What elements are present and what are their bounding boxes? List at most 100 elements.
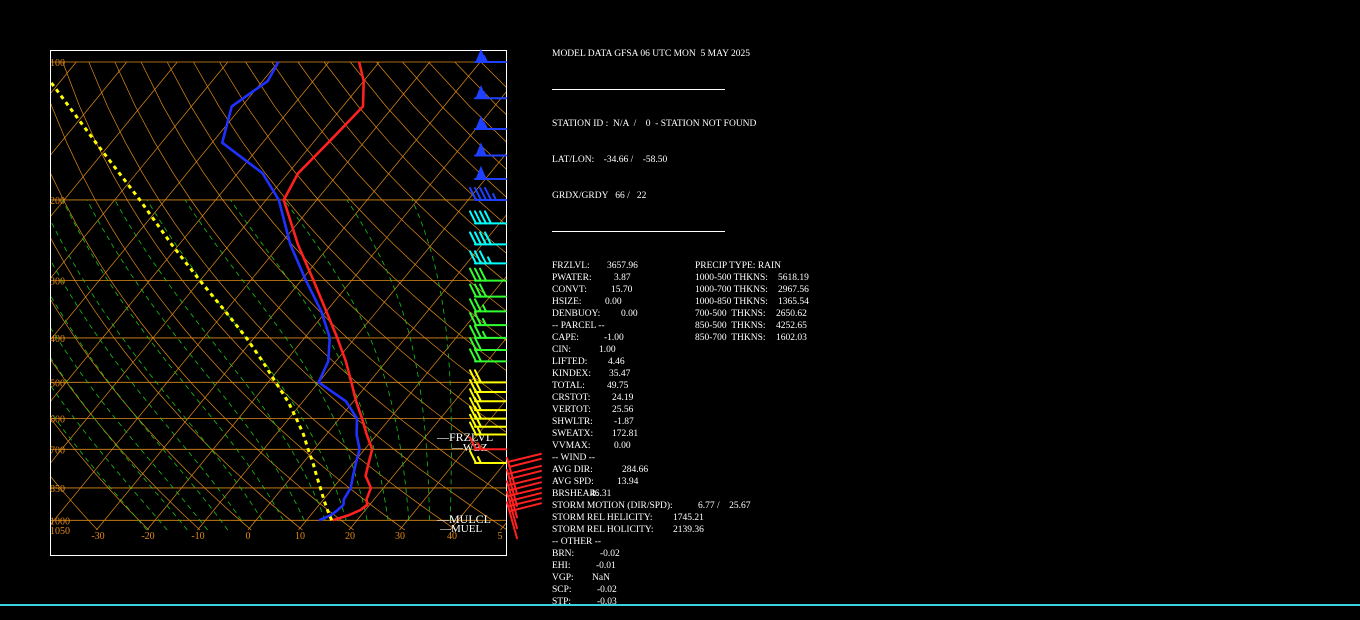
thickness-value: 1602.03 <box>776 333 807 343</box>
wind-barb <box>469 267 507 282</box>
index-row: -- OTHER -- <box>552 536 756 548</box>
divider <box>552 231 725 232</box>
moist-adiabat-line <box>62 199 284 521</box>
index-label: VVMAX: <box>552 441 591 451</box>
isotherm-line <box>51 61 330 402</box>
index-value: -1.87 <box>614 417 634 427</box>
isotherm-line <box>96 61 481 531</box>
temperature-label: 10 <box>295 531 305 542</box>
profile-series <box>51 61 374 522</box>
moist-adiabat-line <box>51 357 188 531</box>
bottom-border <box>0 604 1360 606</box>
dry-adiabat-line <box>51 237 303 531</box>
index-row: KINDEX: 35.47 <box>552 368 756 380</box>
pressure-label: 1000 <box>50 516 70 527</box>
temperature-label: 20 <box>345 531 355 542</box>
index-value: NaN <box>592 573 610 583</box>
pressure-label: 300 <box>50 277 65 288</box>
index-row: CAPE: -1.00 850-700 THKNS: 1602.03 <box>552 332 807 344</box>
dry-adiabat-line <box>193 61 506 402</box>
index-label: FRZLVL: <box>552 261 590 271</box>
index-row: LIFTED:4.46 <box>552 356 756 368</box>
thickness-label: 700-500 THKNS: <box>695 309 766 319</box>
index-label: VERTOT: <box>552 405 591 415</box>
dry-adiabat-line <box>271 61 506 312</box>
index-row: -- WIND -- <box>552 452 756 464</box>
index-row: EHI:-0.01 <box>552 560 756 572</box>
isotherm-line <box>197 153 506 531</box>
dry-adiabat-line <box>114 61 506 497</box>
pressure-label: 100 <box>50 58 65 69</box>
wind-barb <box>506 497 542 540</box>
temperature-label: -30 <box>91 531 104 542</box>
index-label: STORM REL HOLICITY: <box>552 525 654 535</box>
thickness-label: 1000-500 THKNS: <box>695 273 768 283</box>
index-label: HSIZE: <box>552 297 582 307</box>
index-label: BRSHEAR: <box>552 489 599 499</box>
index-row: AVG SPD:13.94 <box>552 476 756 488</box>
index-value: -1.00 <box>604 333 624 343</box>
dry-adiabat-line <box>88 61 506 530</box>
thickness-value: 4252.65 <box>776 321 807 331</box>
pressure-label: 500 <box>50 378 65 389</box>
plot-frame <box>50 50 507 556</box>
dry-adiabat-line <box>51 173 354 531</box>
index-label: -- OTHER -- <box>552 537 602 547</box>
index-row: CIN:1.00 <box>552 344 756 356</box>
index-row: STP:-0.03 <box>552 596 756 608</box>
index-label: CRSTOT: <box>552 393 591 403</box>
index-label: TOTAL: <box>552 381 585 391</box>
pressure-label: 1050 <box>50 526 70 537</box>
index-label: SHWLTR: <box>552 417 593 427</box>
temperature-label: 5 <box>498 531 503 542</box>
index-label: STP: <box>552 597 572 607</box>
temperature-label: -20 <box>141 531 154 542</box>
index-label: -- WIND -- <box>552 453 596 463</box>
index-value: 35.47 <box>609 369 631 379</box>
dry-adiabat-line <box>51 476 98 531</box>
dry-adiabat-line <box>323 61 506 254</box>
level-label: —FRZLVL <box>436 430 493 444</box>
level-label: —WBZ <box>451 442 488 454</box>
pressure-label: 700 <box>50 445 65 456</box>
index-value: 24.19 <box>612 393 634 403</box>
index-row: BRN:-0.02 <box>552 548 756 560</box>
index-value: 0.00 <box>614 441 631 451</box>
temperature-label: 40 <box>447 531 457 542</box>
index-label: -- PARCEL -- <box>552 321 605 331</box>
index-value: 1.00 <box>599 345 616 355</box>
index-value: -0.02 <box>597 585 617 595</box>
index-row: STORM REL HOLICITY:2139.36 <box>552 524 756 536</box>
latlon-line: LAT/LON: -34.66 / -58.50 <box>552 155 668 165</box>
index-label: AVG DIR: <box>552 465 593 475</box>
index-label: KINDEX: <box>552 369 592 379</box>
wind-barb <box>469 186 507 201</box>
moist-adiabat-line <box>230 199 389 521</box>
level-label: —MULCL <box>436 512 491 526</box>
index-value: 172.81 <box>612 429 639 439</box>
index-value: 3.87 <box>614 273 631 283</box>
wind-barb <box>469 413 507 428</box>
isotherm-line <box>399 399 506 531</box>
pressure-label: 200 <box>50 196 65 207</box>
moist-adiabat-line <box>114 199 326 521</box>
index-value: 4.46 <box>608 357 625 367</box>
wind-barb <box>469 250 507 265</box>
dewpoint-line <box>220 61 361 522</box>
index-label: CAPE: <box>552 333 579 343</box>
index-row: VGP:NaN <box>552 572 756 584</box>
wind-barb <box>469 312 507 327</box>
isotherm-line <box>146 91 506 531</box>
temperature-label: 0 <box>246 531 251 542</box>
temperature-label: 30 <box>395 531 405 542</box>
index-value: 6.77 / 25.67 <box>698 501 751 511</box>
moist-adiabat-line <box>346 199 430 521</box>
index-label: AVG SPD: <box>552 477 594 487</box>
moist-adiabat-line <box>284 199 410 521</box>
thickness-label: 850-700 THKNS: <box>695 333 766 343</box>
wind-barb <box>469 436 507 451</box>
index-value: 0.00 <box>621 309 638 319</box>
thickness-value: 2650.62 <box>776 309 807 319</box>
